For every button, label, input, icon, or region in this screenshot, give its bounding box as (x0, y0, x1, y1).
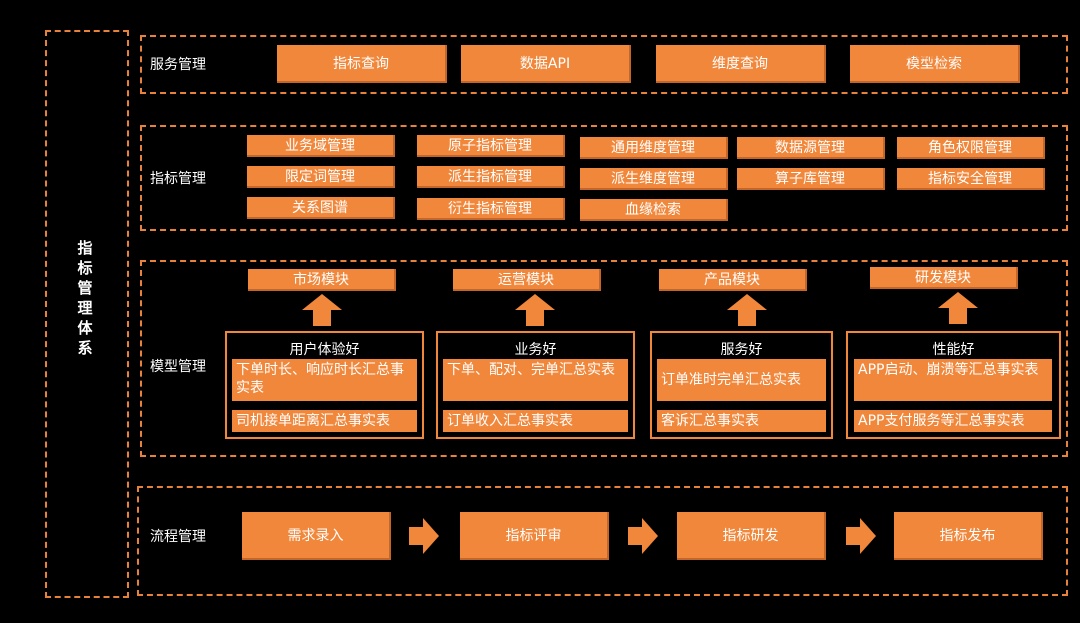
fact-table[interactable]: APP启动、崩溃等汇总事实表 (854, 359, 1052, 401)
metric-item[interactable]: 算子库管理 (737, 168, 885, 190)
fact-table[interactable]: 订单准时完单汇总实表 (657, 359, 826, 401)
metric-item[interactable]: 衍生指标管理 (417, 198, 565, 220)
fact-table[interactable]: 客诉汇总事实表 (657, 410, 826, 432)
step-requirement[interactable]: 需求录入 (242, 512, 391, 560)
fact-table[interactable]: 下单、配对、完单汇总实表 (443, 359, 628, 401)
module-rnd[interactable]: 研发模块 (870, 267, 1018, 289)
service-item[interactable]: 数据API (461, 45, 631, 83)
right-arrow-icon (628, 518, 658, 554)
metric-item[interactable]: 原子指标管理 (417, 135, 565, 157)
metric-item[interactable]: 数据源管理 (737, 137, 885, 159)
service-item[interactable]: 维度查询 (656, 45, 826, 83)
process-section (137, 486, 1068, 596)
metric-label: 指标管理 (150, 171, 206, 187)
system-frame (45, 30, 129, 598)
step-publish[interactable]: 指标发布 (894, 512, 1043, 560)
metric-item[interactable]: 血缘检索 (580, 199, 728, 221)
module-market[interactable]: 市场模块 (248, 269, 396, 291)
metric-item[interactable]: 通用维度管理 (580, 137, 728, 159)
metric-item[interactable]: 角色权限管理 (897, 137, 1045, 159)
fact-table[interactable]: 下单时长、响应时长汇总事实表 (232, 359, 417, 401)
group-title: 性能好 (932, 342, 975, 358)
service-section (140, 35, 1068, 94)
up-arrow-icon (515, 294, 555, 326)
model-label: 模型管理 (150, 359, 206, 375)
group-business: 业务好 下单、配对、完单汇总实表 订单收入汇总事实表 (436, 331, 635, 439)
group-title: 服务好 (720, 342, 763, 358)
model-section (140, 260, 1068, 457)
process-label: 流程管理 (150, 529, 206, 545)
metric-item[interactable]: 派生维度管理 (580, 168, 728, 190)
metric-item[interactable]: 指标安全管理 (897, 168, 1045, 190)
up-arrow-icon (302, 294, 342, 326)
fact-table[interactable]: 订单收入汇总事实表 (443, 410, 628, 432)
group-performance: 性能好 APP启动、崩溃等汇总事实表 APP支付服务等汇总事实表 (846, 331, 1061, 439)
metric-item[interactable]: 关系图谱 (247, 197, 395, 219)
fact-table[interactable]: 司机接单距离汇总事实表 (232, 410, 417, 432)
group-user-experience: 用户体验好 下单时长、响应时长汇总事实表 司机接单距离汇总事实表 (225, 331, 424, 439)
datafun-logo: DataFun. (900, 42, 996, 64)
group-title: 业务好 (514, 342, 557, 358)
fact-table[interactable]: APP支付服务等汇总事实表 (854, 410, 1052, 432)
service-item[interactable]: 指标查询 (277, 45, 447, 83)
step-review[interactable]: 指标评审 (460, 512, 609, 560)
step-develop[interactable]: 指标研发 (677, 512, 826, 560)
service-label: 服务管理 (150, 57, 206, 73)
metric-section (140, 125, 1068, 231)
module-operation[interactable]: 运营模块 (453, 269, 601, 291)
metric-item[interactable]: 限定词管理 (247, 166, 395, 188)
group-service: 服务好 订单准时完单汇总实表 客诉汇总事实表 (650, 331, 833, 439)
metric-item[interactable]: 业务域管理 (247, 135, 395, 157)
right-arrow-icon (409, 518, 439, 554)
service-item[interactable]: 模型检索 (850, 45, 1020, 83)
right-arrow-icon (846, 518, 876, 554)
metric-item[interactable]: 派生指标管理 (417, 166, 565, 188)
group-title: 用户体验好 (289, 342, 360, 358)
system-title: 指标 管理 体系 (77, 239, 93, 357)
up-arrow-icon (727, 294, 767, 326)
up-arrow-icon (938, 292, 978, 324)
module-product[interactable]: 产品模块 (659, 269, 807, 291)
